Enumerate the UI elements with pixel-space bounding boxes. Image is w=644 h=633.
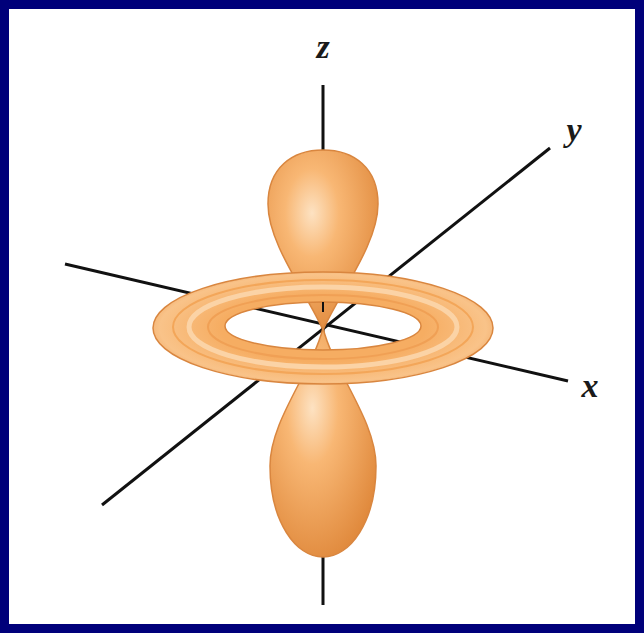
axis-label: y — [566, 113, 581, 147]
axis-center — [322, 302, 324, 312]
axes — [65, 85, 568, 605]
panel — [9, 9, 635, 624]
torus-highlights — [173, 280, 473, 374]
axis-label: x — [582, 369, 599, 403]
axis-label: z — [316, 30, 329, 64]
torus-ring — [153, 272, 493, 384]
